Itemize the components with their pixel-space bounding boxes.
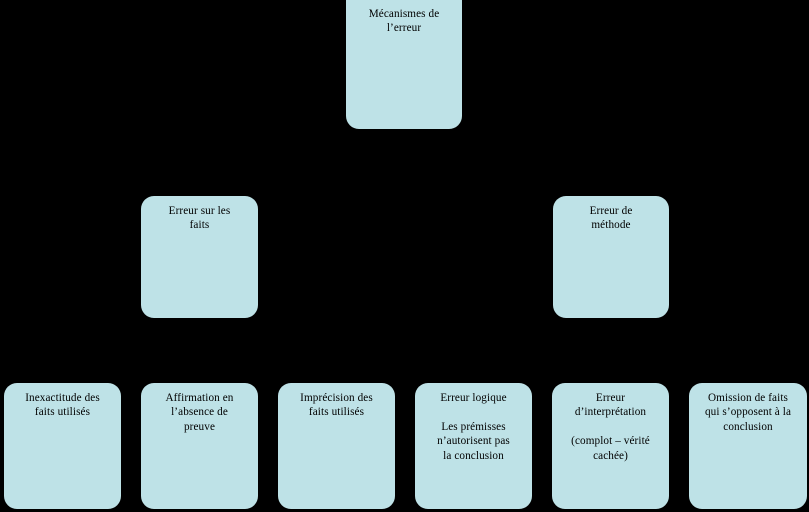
node-erreur-sur-les-faits[interactable]: Erreur sur les faits: [141, 196, 258, 318]
node-erreur-d-interpretation[interactable]: Erreur d’interprétation (complot – vérit…: [552, 383, 669, 509]
node-imprecision-des-faits-utilises[interactable]: Imprécision des faits utilisés: [278, 383, 395, 509]
node-omission-de-faits-qui-s-opposent-a-la-conclusion[interactable]: Omission de faits qui s’opposent à la co…: [689, 383, 807, 509]
node-erreur-logique[interactable]: Erreur logique Les prémisses n’autorisen…: [415, 383, 532, 509]
node-erreur-de-methode[interactable]: Erreur de méthode: [553, 196, 669, 318]
node-mecanismes-de-l-erreur[interactable]: Mécanismes de l’erreur: [346, 0, 462, 129]
node-inexactitude-des-faits-utilises[interactable]: Inexactitude des faits utilisés: [4, 383, 121, 509]
node-affirmation-en-l-absence-de-preuve[interactable]: Affirmation en l’absence de preuve: [141, 383, 258, 509]
